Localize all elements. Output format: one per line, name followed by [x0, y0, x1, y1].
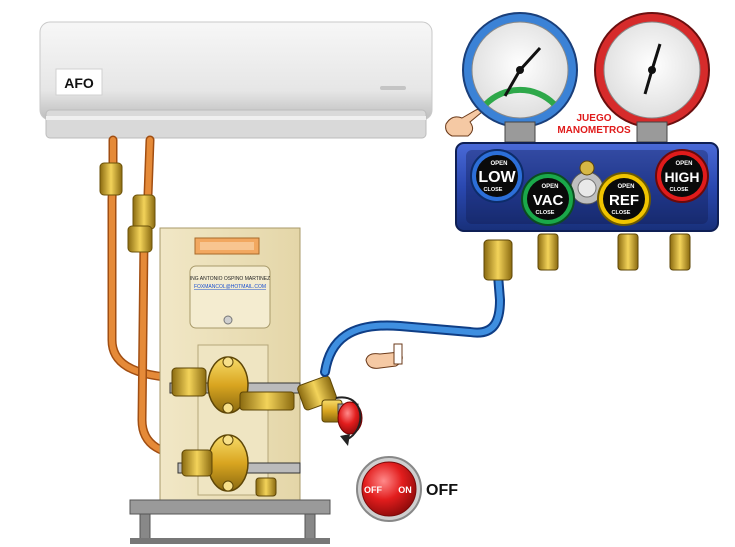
valve-knob-vac[interactable]: [521, 172, 575, 226]
valve-ref-name: REF: [609, 192, 639, 209]
valve-knob-low[interactable]: [470, 149, 524, 203]
valve-low-open-label: OPEN: [490, 161, 507, 167]
valve-high-close-label: CLOSE: [670, 187, 689, 193]
author-name: ING ANTONIO OSPINO MARTINEZ: [190, 276, 270, 282]
valve-knob-high[interactable]: [655, 149, 709, 203]
valve-low-close-label: CLOSE: [484, 187, 503, 193]
valve-vac-close-label: CLOSE: [536, 210, 555, 216]
info-plate: [189, 265, 271, 329]
service-valve-upper: [169, 356, 301, 414]
valve-high-open-label: OPEN: [675, 161, 692, 167]
switch-off-label: OFF: [364, 485, 382, 495]
valve-high-name: HIGH: [665, 169, 700, 185]
manifold-ports: [537, 233, 691, 271]
manifold-title-line2: MANOMETROS: [557, 125, 631, 136]
valve-low-name: LOW: [478, 169, 516, 186]
service-valve-lower: [177, 434, 301, 497]
power-switch[interactable]: [356, 456, 422, 522]
brand-plate: [55, 68, 103, 96]
pointing-hand-icon-manifold: [445, 108, 483, 137]
author-email: FOXMANCOL@HOTMAIL.COM: [194, 284, 266, 290]
switch-on-label: ON: [398, 485, 412, 495]
blue-hose: [320, 270, 506, 377]
high-pressure-gauge: [594, 12, 710, 143]
manifold-title-line1: JUEGO: [576, 113, 611, 124]
switch-state-label: OFF: [426, 482, 458, 499]
indoor-ac-unit: [39, 21, 433, 139]
valve-ref-open-label: OPEN: [617, 184, 634, 190]
pointing-hand-icon-valve: [365, 343, 403, 369]
display-slot: [380, 86, 406, 90]
low-pressure-gauge: [462, 12, 578, 143]
hose-fitting-manifold: [483, 239, 513, 281]
valve-ref-close-label: CLOSE: [612, 210, 631, 216]
flare-nuts: [99, 162, 156, 253]
valve-knob-ref[interactable]: [597, 172, 651, 226]
ac-brand-label: AFO: [64, 75, 94, 91]
valve-vac-name: VAC: [533, 192, 564, 209]
red-valve-knob[interactable]: [335, 396, 363, 446]
valve-vac-open-label: OPEN: [541, 184, 558, 190]
